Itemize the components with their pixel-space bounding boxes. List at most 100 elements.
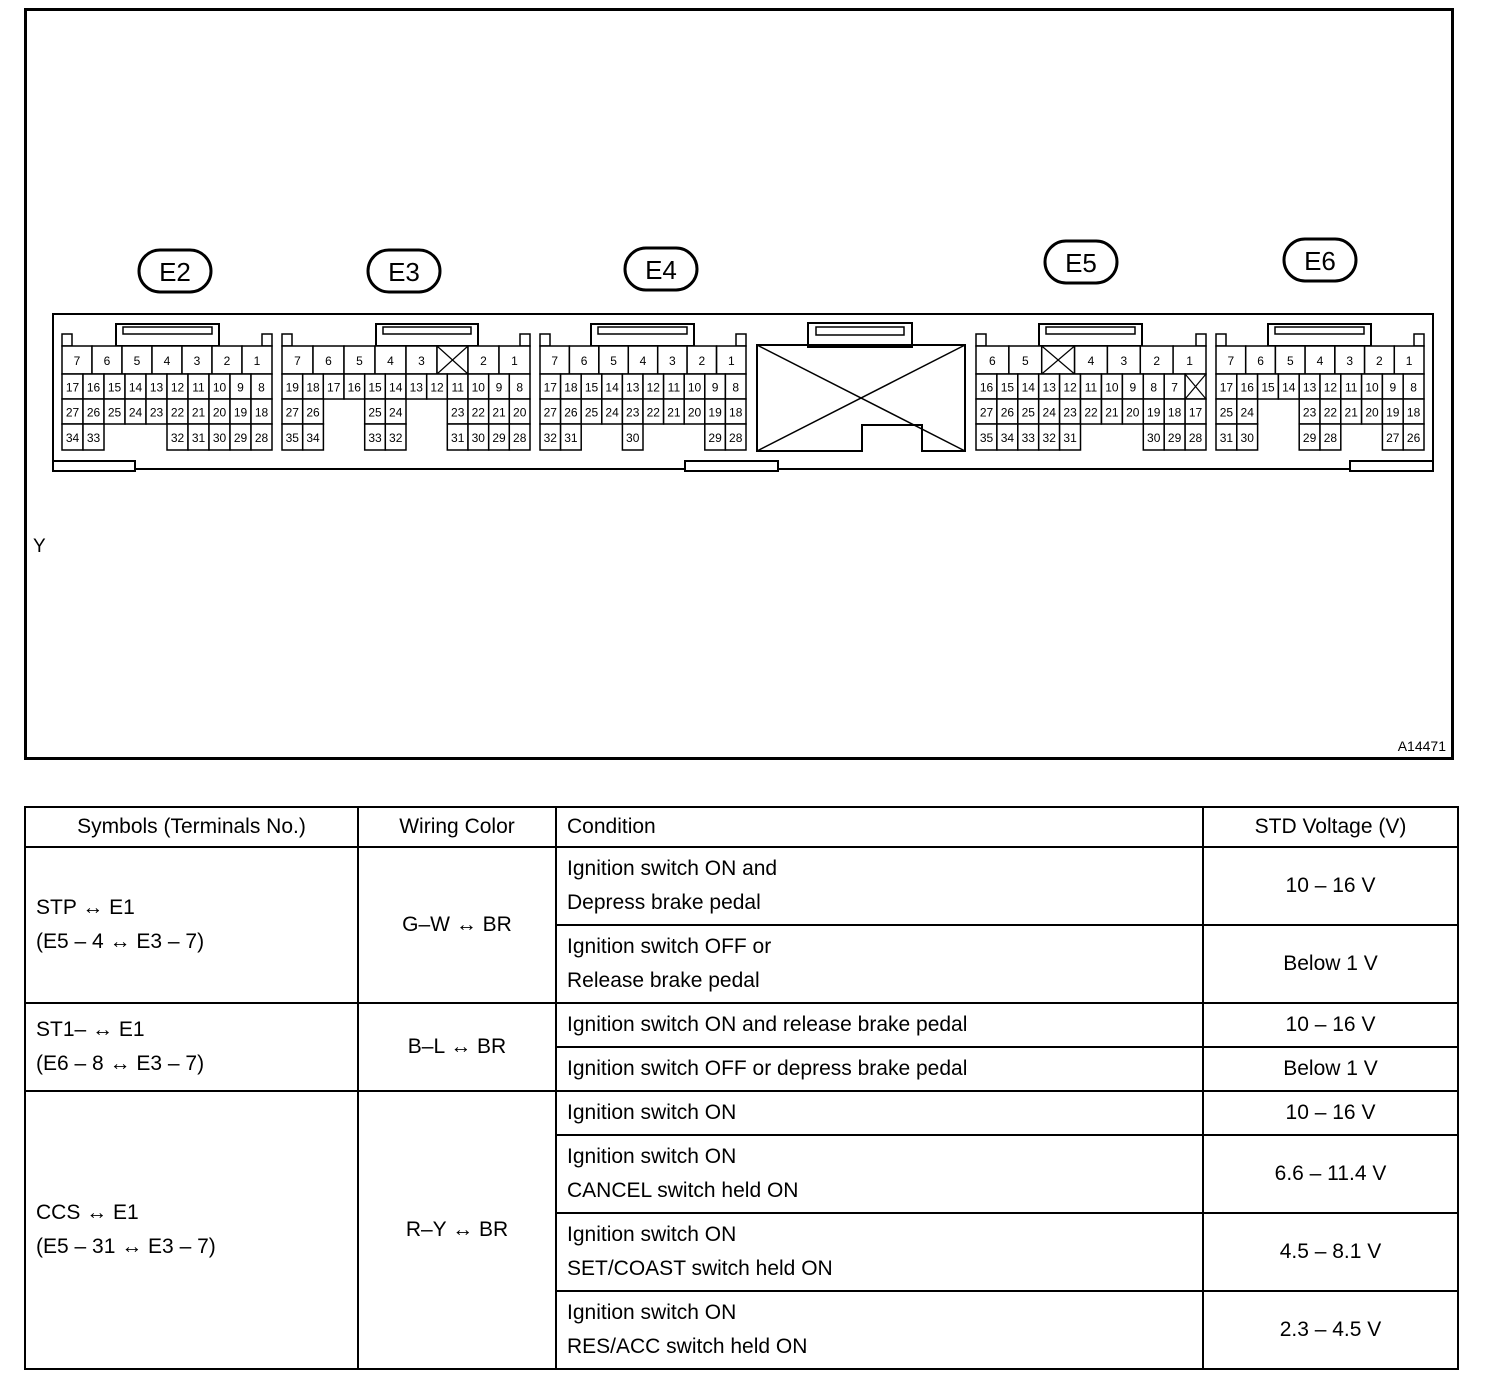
wiring-color-cell: G–W ↔ BR [357, 846, 557, 1004]
pin-number: 9 [237, 381, 244, 395]
pin-number: 7 [551, 354, 558, 368]
symbol-text: STP ↔ E1 [36, 896, 135, 919]
pin-number: 25 [585, 406, 599, 420]
pin-number: 26 [1001, 406, 1015, 420]
pin-number: 27 [66, 406, 80, 420]
pin-number: 10 [1365, 381, 1379, 395]
pin-number: 30 [1147, 431, 1161, 445]
pin-number: 24 [1043, 406, 1057, 420]
pin-number: 16 [87, 381, 101, 395]
pin-number: 35 [286, 431, 300, 445]
pin-number: 28 [255, 431, 269, 445]
pin-number: 12 [1324, 381, 1338, 395]
pin-number: 12 [647, 381, 661, 395]
wire-color-label: Y [33, 536, 46, 557]
pin-cell [1184, 423, 1207, 451]
pin-number: 32 [171, 431, 185, 445]
connector-lock-slot [1045, 326, 1136, 335]
pin-number: 3 [1346, 354, 1353, 368]
table-row: Ignition switch ON SET/COAST switch held… [25, 1212, 1459, 1292]
pin-number: 1 [1406, 354, 1413, 368]
connector-label-oval [1043, 239, 1119, 285]
pin-number: 26 [87, 406, 101, 420]
pin-number: 26 [306, 406, 320, 420]
pin-cell [1106, 345, 1142, 375]
pin-number: 12 [171, 381, 185, 395]
ecu-foot [684, 460, 779, 472]
pin-cell [281, 345, 314, 375]
pin-number: 8 [732, 381, 739, 395]
pin-number: 7 [1228, 354, 1235, 368]
pin-number: 32 [389, 431, 403, 445]
terminal-text: (E5 – 4 ↔ E3 – 7) [36, 930, 205, 953]
pin-cell [1363, 345, 1396, 375]
condition-cell: Ignition switch ON SET/COAST switch held… [555, 1212, 1204, 1292]
pin-number: 29 [1168, 431, 1182, 445]
condition-line: Ignition switch ON and [567, 857, 778, 880]
pin-number: 6 [989, 354, 996, 368]
terminal-text: (E6 – 8 ↔ E3 – 7) [36, 1052, 205, 1075]
condition-cell: Ignition switch ON RES/ACC switch held O… [555, 1290, 1204, 1370]
table-row: Ignition switch ON RES/ACC switch held O… [25, 1290, 1459, 1370]
pin-number: 35 [980, 431, 994, 445]
connector-label-oval [623, 246, 699, 292]
pin-number: 18 [1407, 406, 1421, 420]
pin-cell [1393, 345, 1425, 375]
pin-number: 6 [104, 354, 111, 368]
pin-cell [405, 345, 438, 375]
pin-number: 24 [129, 406, 143, 420]
pin-number: 34 [306, 431, 320, 445]
pin-number: 19 [708, 406, 722, 420]
pin-number: 23 [150, 406, 164, 420]
pin-number: 32 [544, 431, 558, 445]
pin-cell [1319, 423, 1342, 451]
pin-number: 2 [224, 354, 231, 368]
pin-number: 20 [1365, 406, 1379, 420]
pin-number: 7 [74, 354, 81, 368]
pin-number: 16 [1241, 381, 1255, 395]
pin-number: 23 [1303, 406, 1317, 420]
pin-number: 22 [472, 406, 486, 420]
pin-number: 31 [451, 431, 465, 445]
pin-cell [241, 345, 273, 375]
pin-number: 4 [1317, 354, 1324, 368]
pin-number: 9 [496, 381, 503, 395]
pin-number: 34 [66, 431, 80, 445]
pin-number: 14 [605, 381, 619, 395]
pin-cell [715, 345, 747, 375]
connector-guide [261, 333, 273, 347]
pin-number: 31 [192, 431, 206, 445]
pin-number: 33 [1022, 431, 1036, 445]
pin-number: 29 [708, 431, 722, 445]
pin-number: 10 [472, 381, 486, 395]
pin-number: 24 [1241, 406, 1255, 420]
pin-cell [1008, 345, 1043, 375]
pin-number: 27 [1386, 431, 1400, 445]
pin-number: 9 [712, 381, 719, 395]
connector-guide [281, 333, 293, 347]
pin-number: 34 [1001, 431, 1015, 445]
pin-number: 24 [605, 406, 619, 420]
pin-number: 21 [492, 406, 506, 420]
condition-line: Ignition switch ON [567, 1301, 737, 1324]
pin-number: 17 [66, 381, 80, 395]
pin-cell [384, 423, 407, 451]
pin-number: 1 [511, 354, 518, 368]
pin-number: 1 [254, 354, 261, 368]
pin-number: 7 [1171, 381, 1178, 395]
pin-number: 13 [626, 381, 640, 395]
table-header-row: Symbols (Terminals No.) Wiring Color Con… [24, 806, 1459, 848]
connector-guide [735, 333, 747, 347]
diagram-frame [24, 8, 1454, 760]
voltage-cell: 6.6 – 11.4 V [1202, 1134, 1459, 1214]
pin-number: 15 [368, 381, 382, 395]
pin-cell [508, 423, 531, 451]
connector-label: E2 [159, 257, 191, 287]
connector-lock-slot [122, 326, 213, 335]
header-wiring-color: Wiring Color [357, 806, 557, 848]
pin-number: 20 [1126, 406, 1140, 420]
pin-number: 16 [980, 381, 994, 395]
pin-number: 18 [1168, 406, 1182, 420]
